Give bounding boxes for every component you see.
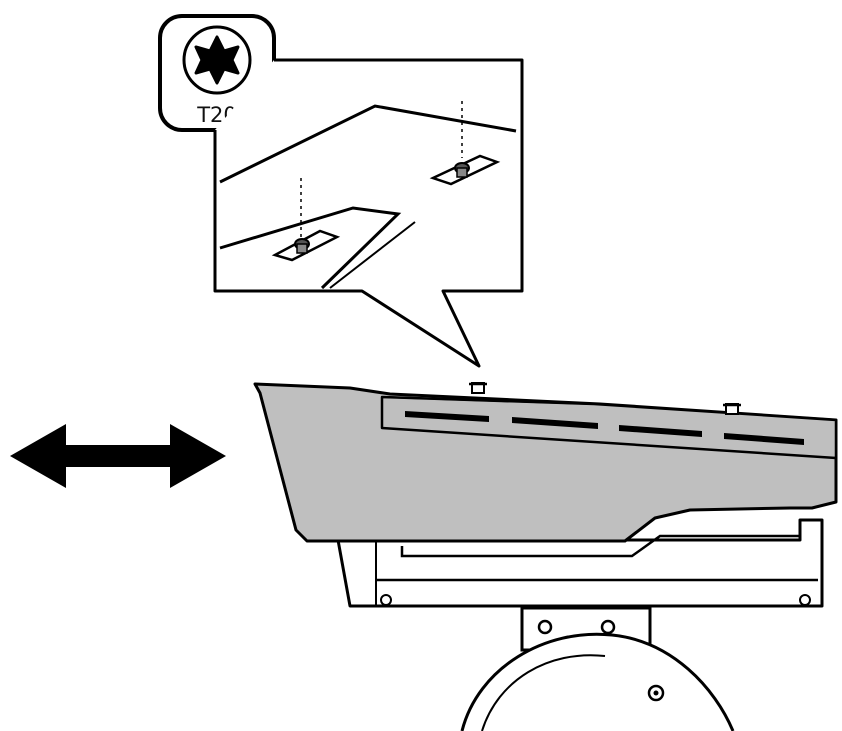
torx-icon [182,25,252,95]
sunshield [253,382,838,543]
torx-screw-icon [469,382,487,394]
mount-bracket [460,606,735,731]
detail-callout [213,58,524,368]
torx-screw-icon [271,178,341,262]
torx-screw-icon [429,101,501,186]
vent-slots [405,411,804,445]
torx-screw-icon [723,403,741,415]
double-arrow-left-right-icon [10,424,226,488]
